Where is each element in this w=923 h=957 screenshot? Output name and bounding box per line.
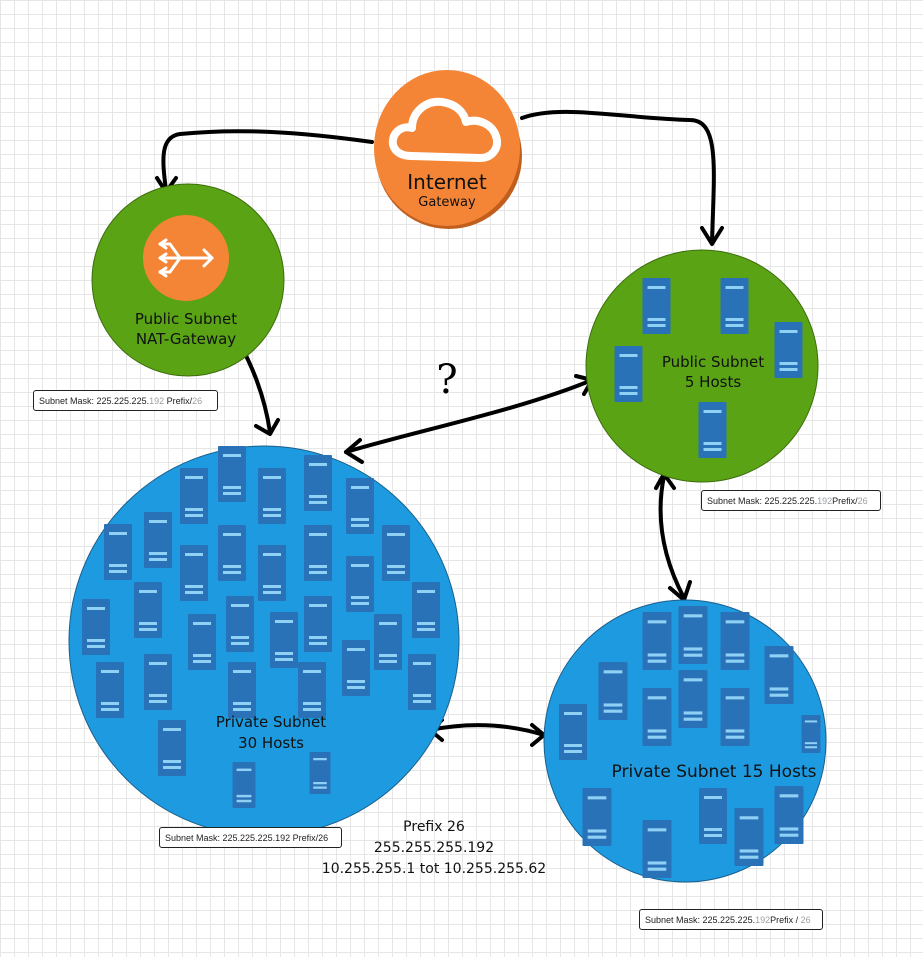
connector-gateway-to-public	[520, 109, 716, 244]
cloud-icon	[388, 97, 501, 162]
public-subnet-label-2: 5 Hosts	[685, 373, 741, 391]
server-icon	[774, 322, 803, 378]
public-subnet-label-1: Public Subnet	[662, 353, 764, 371]
nat-subnet-label-1: Public Subnet	[135, 310, 237, 328]
mask-label-private30: Subnet Mask: 225.225.225.192 Prefix/26	[159, 827, 342, 848]
private30-label-2: 30 Hosts	[238, 734, 304, 752]
prefix-note-line-2: 255.255.255.192	[373, 840, 495, 856]
question-mark-annotation: ?	[436, 357, 457, 403]
private30-label-1: Private Subnet	[216, 713, 326, 731]
connector-private30-to-public	[344, 378, 594, 454]
gateway-title: Internet	[407, 170, 487, 194]
private-subnet-15-node: Private Subnet 15 Hosts	[543, 599, 827, 883]
prefix-note-line-3: 10.255.255.1 tot 10.255.255.62	[321, 861, 547, 877]
gateway-subtitle: Gateway	[418, 195, 476, 210]
server-icon	[614, 346, 643, 402]
server-icon	[642, 278, 671, 334]
mask-label-public: Subnet Mask: 225.225.225.192Prefix/26	[701, 490, 881, 511]
connector-gateway-to-nat	[161, 129, 374, 192]
nat-gateway-icon	[143, 215, 229, 301]
connector-private30-to-private15	[428, 723, 546, 737]
prefix-note: Prefix 26 255.255.255.192 10.255.255.1 t…	[300, 817, 568, 880]
private-subnet-30-node: Private Subnet 30 Hosts	[68, 445, 460, 837]
mask-label-nat: Subnet Mask: 225.225.225.192 Prefix/26	[33, 390, 218, 411]
mask-label-private15: Subnet Mask: 225.225.225.192Prefix / 26	[639, 909, 823, 930]
server-icon	[720, 278, 749, 334]
nat-subnet-label-2: NAT-Gateway	[136, 330, 236, 348]
arrowhead-public	[700, 226, 724, 246]
server-icon	[698, 402, 727, 458]
private15-label: Private Subnet 15 Hosts	[612, 762, 817, 782]
public-subnet-node: Public Subnet 5 Hosts	[585, 249, 819, 483]
internet-gateway-node: Internet Gateway	[374, 70, 522, 229]
public-subnet-nat-node: Public Subnet NAT-Gateway	[91, 183, 285, 377]
connector-public-to-private15	[658, 474, 686, 600]
prefix-note-line-1: Prefix 26	[403, 819, 465, 835]
